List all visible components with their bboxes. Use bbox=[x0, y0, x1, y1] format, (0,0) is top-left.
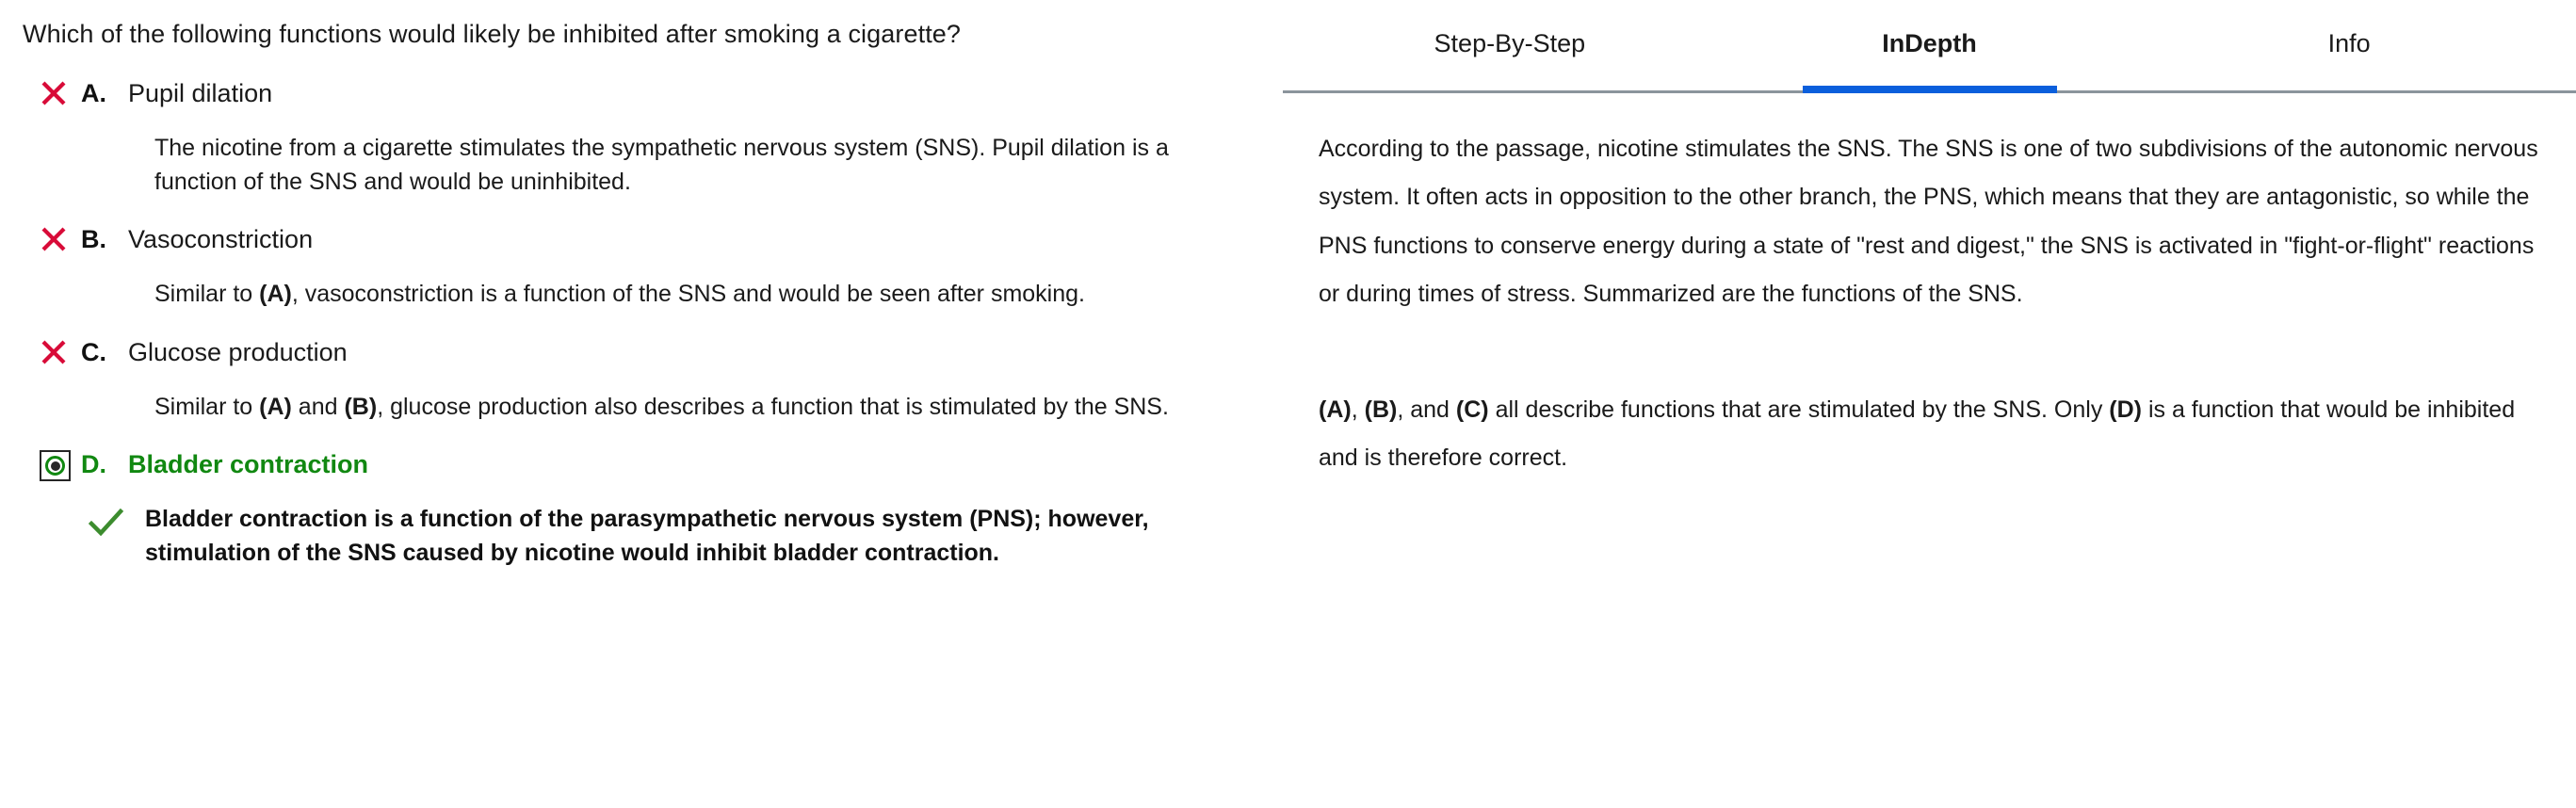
option-d-letter: D. bbox=[81, 450, 106, 479]
indepth-paragraph-1: According to the passage, nicotine stimu… bbox=[1319, 136, 2538, 307]
radio-ring bbox=[45, 456, 65, 477]
x-icon bbox=[41, 81, 66, 105]
option-b[interactable]: B. Vasoconstriction Similar to (A), vaso… bbox=[23, 223, 1256, 312]
option-b-mark bbox=[23, 223, 81, 253]
option-b-explanation-text: Similar to (A), vasoconstriction is a fu… bbox=[154, 281, 1085, 308]
option-b-header[interactable]: B. Vasoconstriction bbox=[23, 223, 1256, 267]
option-c-letter: C. bbox=[81, 337, 106, 366]
tab-step-by-step[interactable]: Step-By-Step bbox=[1434, 28, 1586, 57]
option-b-explanation: Similar to (A), vasoconstriction is a fu… bbox=[23, 278, 1256, 312]
option-d[interactable]: D. Bladder contraction Bladder contracti… bbox=[23, 448, 1256, 570]
x-icon bbox=[41, 227, 66, 251]
option-a-explanation-text: The nicotine from a cigarette stimulates… bbox=[154, 135, 1169, 195]
option-a-mark bbox=[23, 77, 81, 107]
option-b-text: Vasoconstriction bbox=[128, 225, 314, 254]
option-d-explanation-text: Bladder contraction is a function of the… bbox=[145, 506, 1149, 566]
indepth-paragraph-2: (A), (B), and (C) all describe functions… bbox=[1319, 396, 2516, 472]
option-a[interactable]: A. Pupil dilation The nicotine from a ci… bbox=[23, 77, 1256, 199]
indepth-content: According to the passage, nicotine stimu… bbox=[1283, 93, 2576, 483]
option-a-header[interactable]: A. Pupil dilation bbox=[23, 77, 1256, 121]
option-d-text: Bladder contraction bbox=[128, 450, 369, 479]
tab-bar: Step-By-Step InDepth Info bbox=[1283, 0, 2576, 93]
option-c-explanation-text: Similar to (A) and (B), glucose producti… bbox=[154, 393, 1169, 420]
option-c-text: Glucose production bbox=[128, 337, 348, 366]
option-c[interactable]: C. Glucose production Similar to (A) and… bbox=[23, 336, 1256, 425]
option-d-header[interactable]: D. Bladder contraction bbox=[23, 448, 1256, 492]
question-stem: Which of the following functions would l… bbox=[23, 20, 962, 48]
tab-indepth[interactable]: InDepth bbox=[1720, 0, 2140, 90]
option-d-explanation: Bladder contraction is a function of the… bbox=[23, 503, 1256, 570]
option-c-mark bbox=[23, 336, 81, 366]
option-a-text: Pupil dilation bbox=[128, 79, 273, 108]
x-icon bbox=[41, 340, 66, 364]
question-panel: Which of the following functions would l… bbox=[0, 0, 1283, 808]
check-icon bbox=[89, 509, 124, 537]
option-c-explanation: Similar to (A) and (B), glucose producti… bbox=[23, 391, 1256, 425]
radio-dot bbox=[50, 461, 60, 471]
option-d-mark[interactable] bbox=[23, 448, 81, 482]
explanation-panel: Step-By-Step InDepth Info According to t… bbox=[1283, 0, 2576, 808]
option-c-header[interactable]: C. Glucose production bbox=[23, 336, 1256, 380]
option-a-letter: A. bbox=[81, 79, 106, 108]
option-a-explanation: The nicotine from a cigarette stimulates… bbox=[23, 132, 1256, 199]
option-b-letter: B. bbox=[81, 225, 106, 254]
option-d-explanation-mark bbox=[81, 503, 145, 537]
radio-selected-icon[interactable] bbox=[40, 450, 71, 482]
tab-info[interactable]: Info bbox=[2327, 28, 2371, 57]
